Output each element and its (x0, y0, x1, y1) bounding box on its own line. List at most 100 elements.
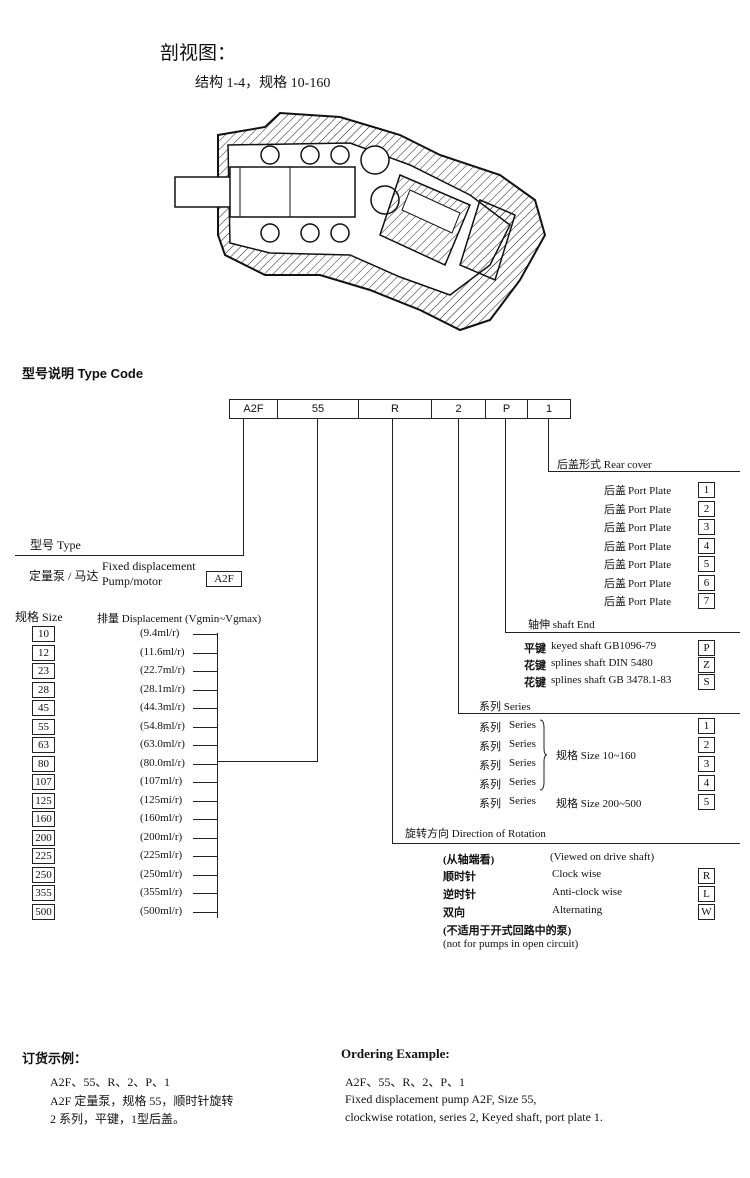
series-size-group1: 规格 Size 10~160 (556, 747, 636, 763)
series-code-box: 5 (698, 794, 715, 810)
page-subtitle: 结构 1-4，规格 10-160 (195, 76, 331, 91)
rear-cover-item-en: Port Plate (628, 485, 672, 497)
size-box: 23 (32, 663, 55, 679)
rear-cover-item-en: Port Plate (628, 578, 672, 590)
displacement-leader (193, 727, 217, 728)
connector-rear-cover (548, 419, 549, 471)
type-label: 型号 Type (30, 538, 81, 552)
series-item-en: Series (509, 795, 536, 807)
code-cell-series: 2 (431, 399, 486, 419)
type-rule (15, 555, 244, 556)
size-box: 200 (32, 830, 55, 846)
size-box: 55 (32, 719, 55, 735)
code-cell-type: A2F (229, 399, 278, 419)
rear-cover-item-cn: 后盖 (604, 578, 626, 590)
series-item-cn: 系列 (479, 722, 501, 734)
shaft-end-item-cn: 花键 (524, 660, 546, 672)
size-box: 80 (32, 756, 55, 772)
rear-cover-item-cn: 后盖 (604, 522, 626, 534)
code-cell-rear-cover: 1 (527, 399, 571, 419)
page-title: 剖视图： (160, 43, 237, 64)
size-link (217, 761, 318, 762)
rear-cover-code-box: 2 (698, 501, 715, 517)
rotation-rule (392, 843, 740, 844)
pump-label-en1: Fixed displacement (102, 559, 196, 573)
rear-cover-label-cn: 后盖形式 (557, 459, 601, 471)
series-label-cn: 系列 (479, 701, 501, 713)
rear-cover-item-cn: 后盖 (604, 504, 626, 516)
series-item-en: Series (509, 757, 536, 769)
size-box: 125 (32, 793, 55, 809)
size-bracket (217, 633, 218, 918)
code-cell-shaft: P (485, 399, 528, 419)
size-box: 225 (32, 848, 55, 864)
shaft-end-item-en: keyed shaft GB1096-79 (551, 640, 657, 652)
displacement-value: (11.6ml/r) (140, 646, 185, 658)
series-label: 系列 Series (479, 698, 531, 714)
rear-cover-code-box: 1 (698, 482, 715, 498)
size-box: 500 (32, 904, 55, 920)
size-box: 63 (32, 737, 55, 753)
ordering-cn-line2: A2F 定量泵，规格 55，顺时针旋转 (50, 1094, 234, 1108)
rotation-code-box: L (698, 886, 715, 902)
displacement-value: (125mi/r) (140, 794, 183, 806)
shaft-end-label-cn: 轴伸 (528, 619, 550, 631)
rear-cover-code-box: 7 (698, 593, 715, 609)
shaft-end-code-box: S (698, 674, 715, 690)
displacement-value: (500ml/r) (140, 905, 183, 917)
rear-cover-code-box: 3 (698, 519, 715, 535)
rotation-item-cn: 顺时针 (443, 871, 476, 883)
displacement-value: (80.0ml/r) (140, 757, 185, 769)
rear-cover-item-cn: 后盖 (604, 559, 626, 571)
series-brace (539, 719, 548, 791)
series-item-en: Series (509, 719, 536, 731)
series-item-cn: 系列 (479, 798, 501, 810)
rear-cover-code-box: 6 (698, 575, 715, 591)
series-item-en: Series (509, 738, 536, 750)
rear-cover-item-en: Port Plate (628, 596, 672, 608)
size-label: 规格 Size (15, 610, 63, 624)
connector-type (243, 419, 244, 555)
rear-cover-item-cn: 后盖 (604, 596, 626, 608)
shaft-end-label: 轴伸 shaft End (528, 616, 595, 632)
code-cell-size: 55 (277, 399, 359, 419)
series-item-cn: 系列 (479, 760, 501, 772)
displacement-label: 排量 Displacement (Vgmin~Vgmax) (97, 610, 261, 626)
series-code-box: 1 (698, 718, 715, 734)
shaft-rule (505, 632, 740, 633)
displacement-value: (200ml/r) (140, 831, 183, 843)
displacement-leader (193, 671, 217, 672)
series-code-box: 3 (698, 756, 715, 772)
size-group2-cn: 规格 (556, 798, 578, 810)
rear-cover-item-en: Port Plate (628, 522, 672, 534)
displacement-leader (193, 819, 217, 820)
rear-cover-label-en: Rear cover (603, 459, 652, 471)
ordering-cn-line3: 2 系列，平键，1型后盖。 (50, 1112, 186, 1126)
series-code-box: 4 (698, 775, 715, 791)
displacement-value: (250ml/r) (140, 868, 183, 880)
displacement-leader (193, 801, 217, 802)
connector-series (458, 419, 459, 713)
displacement-value: (28.1ml/r) (140, 683, 185, 695)
size-box: 250 (32, 867, 55, 883)
connector-rotation (392, 419, 393, 844)
displacement-leader (193, 838, 217, 839)
ordering-en-line1: A2F、55、R、2、P、1 (345, 1075, 466, 1089)
displacement-value: (160ml/r) (140, 812, 183, 824)
ordering-en-line3: clockwise rotation, series 2, Keyed shaf… (345, 1110, 603, 1124)
series-rule (458, 713, 740, 714)
rotation-item-en: Alternating (552, 904, 603, 916)
rotation-code-box: R (698, 868, 715, 884)
ordering-en-line2: Fixed displacement pump A2F, Size 55, (345, 1092, 537, 1106)
rotation-item-en: Clock wise (552, 868, 602, 880)
pump-label-en2: Pump/motor (102, 574, 163, 588)
displacement-value: (355ml/r) (140, 886, 183, 898)
displacement-value: (225ml/r) (140, 849, 183, 861)
rear-cover-item-cn: 后盖 (604, 485, 626, 497)
